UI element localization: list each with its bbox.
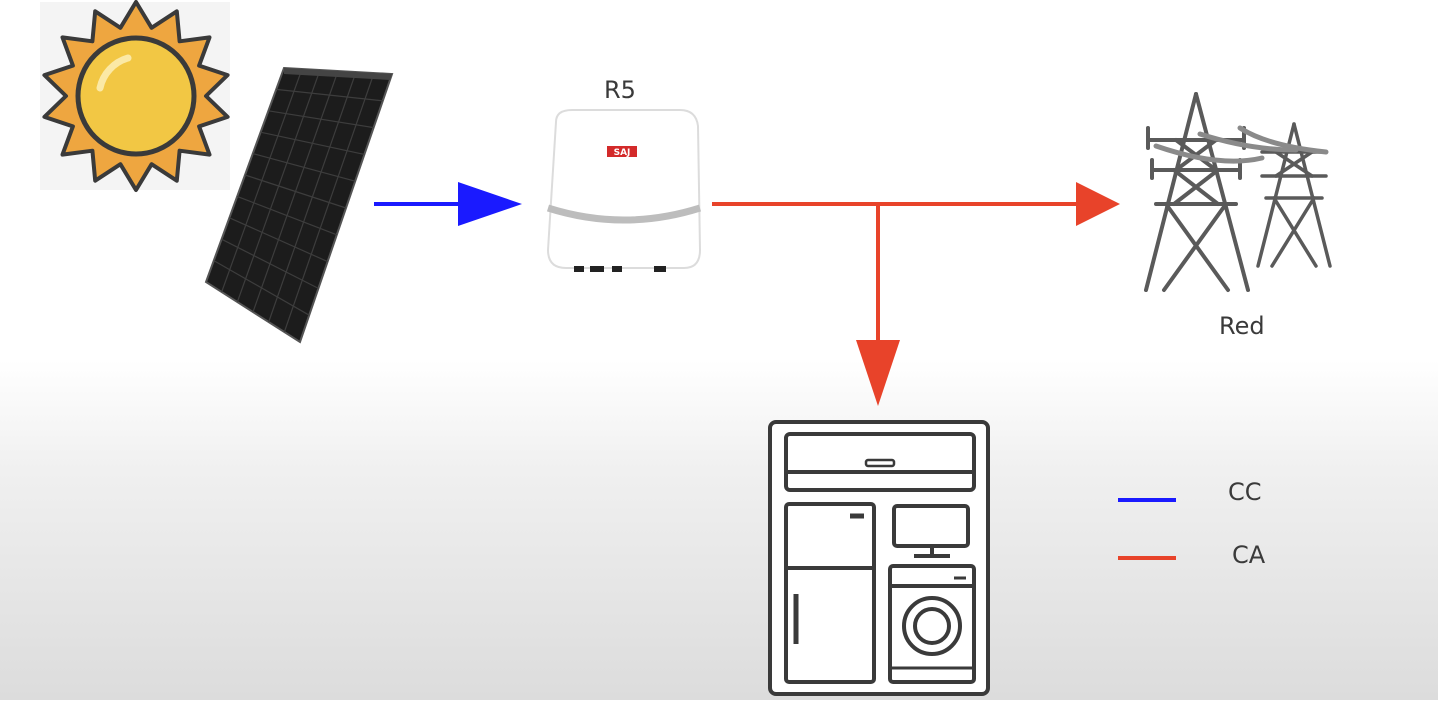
ac-flow-arrows [712,182,1120,406]
dc-flow-arrow [374,182,522,226]
sun-icon [40,0,230,192]
inverter-label: R5 [604,76,636,104]
panel-cell-line [236,195,338,236]
panel-cell-line [229,217,328,263]
inverter-brand: SAJ [614,148,631,158]
solar-panel-icon [204,66,394,344]
legend [1118,498,1176,560]
power-tower-icon [1144,92,1332,292]
legend-label-cc: CC [1228,478,1262,506]
panel-cell-line [252,153,356,182]
legend-label-ca: CA [1232,541,1266,569]
panel-cell-line [221,238,319,289]
panel-cell-line [260,131,365,155]
panel-cell-line [276,88,383,102]
panel-cell-line [268,110,374,129]
home-appliances-icon [768,420,990,696]
grid-label: Red [1219,312,1265,340]
inverter-icon: SAJ [546,109,702,272]
panel-cell-line [244,174,347,209]
panel-cell-line [213,260,310,316]
